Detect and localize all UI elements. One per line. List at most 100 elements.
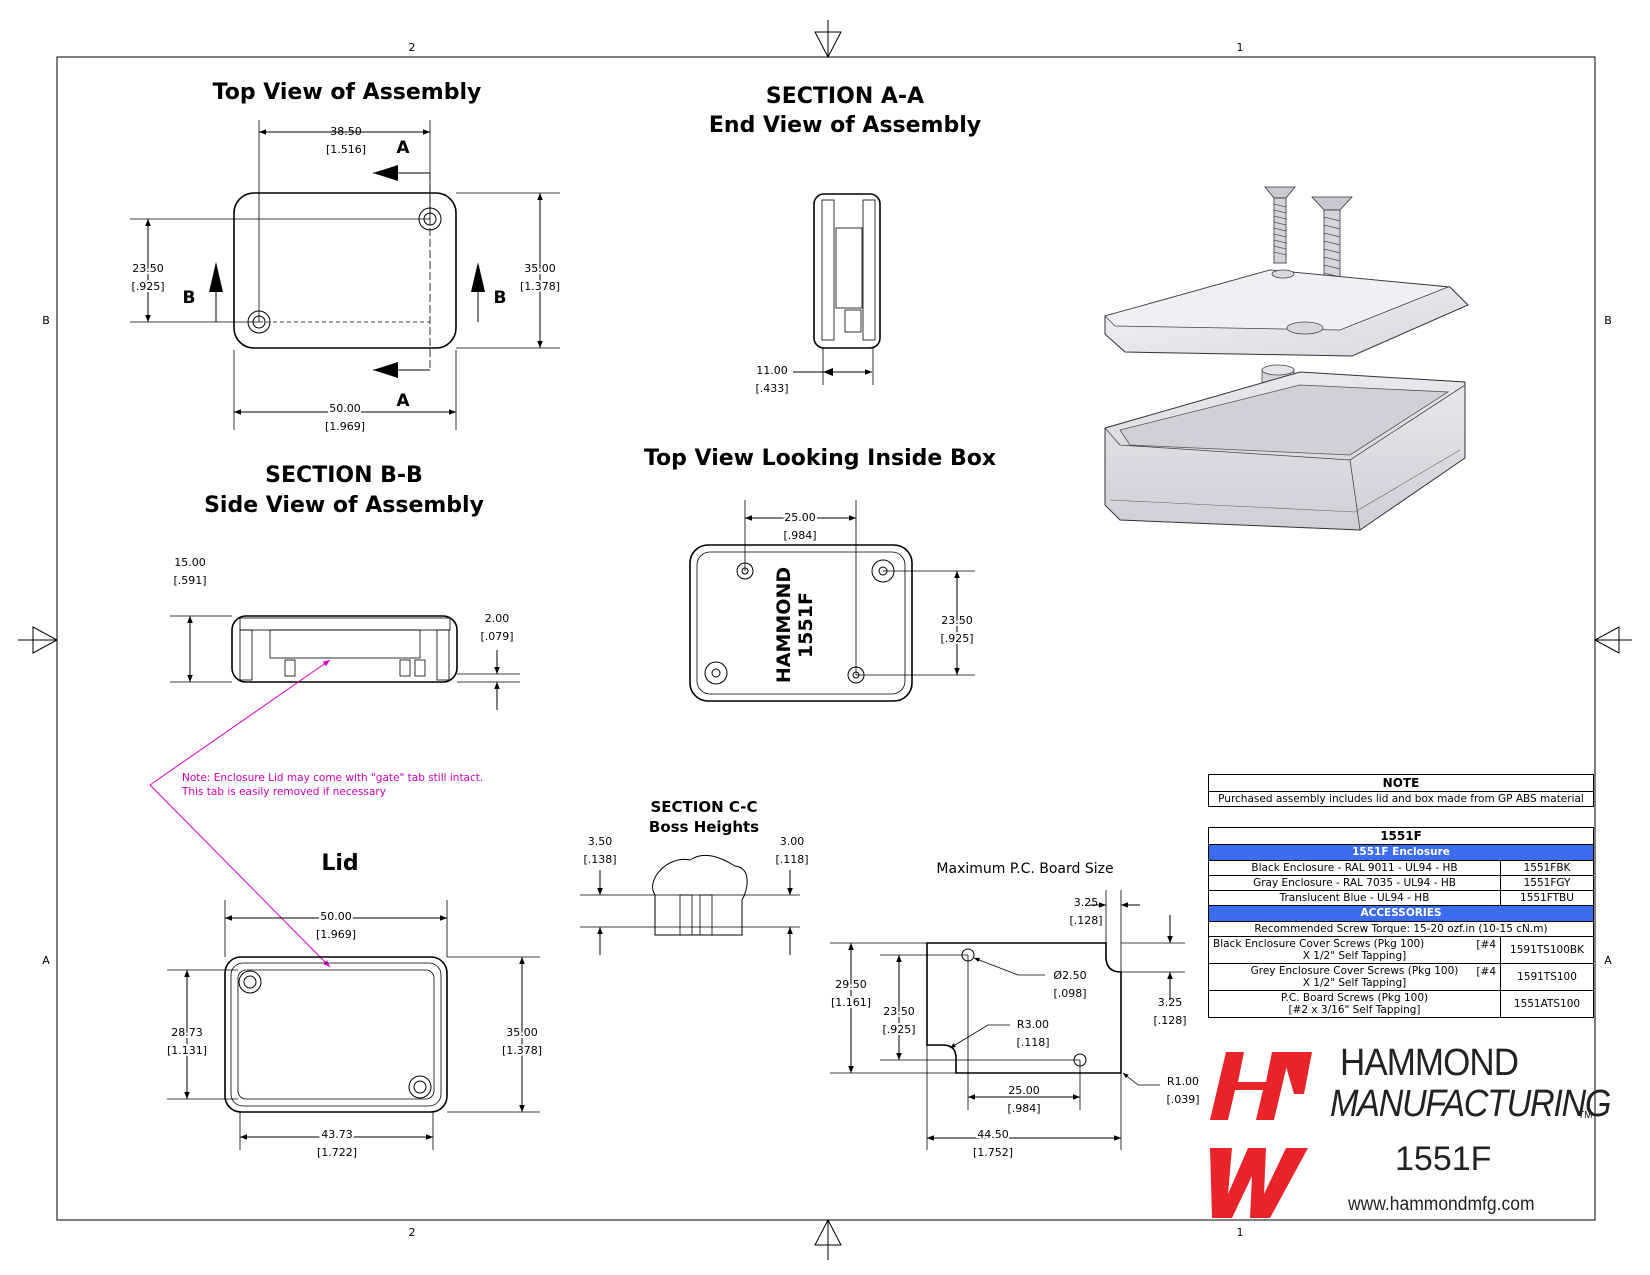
dim-lid-bottom-in: [1.722] [317, 1146, 357, 1159]
dim-ib-height-in: [.925] [940, 632, 973, 645]
table-row: Gray Enclosure - RAL 7035 - UL94 - HB 15… [1209, 876, 1593, 891]
dim-pcb-r1: R1.00 [1167, 1075, 1199, 1088]
dim-ib-width: 25.00 [784, 511, 816, 524]
dim-ib-height: 23.50 [941, 614, 973, 627]
section-bb-outline [231, 615, 458, 683]
brand-model: 1551F [1395, 1140, 1492, 1178]
table-cell-desc: Black Enclosure - RAL 9011 - UL94 - HB [1209, 861, 1501, 875]
dim-tv-height-right-in: [1.378] [520, 280, 560, 293]
section-cc-subtitle: Boss Heights [649, 818, 759, 836]
dim-lid-left-in: [1.131] [167, 1044, 207, 1057]
enclosure-lid [1104, 269, 1469, 357]
ruler-bottom-2: 2 [409, 1226, 416, 1239]
center-mark-top [814, 20, 842, 59]
dim-aa-width-in: [.433] [755, 382, 788, 395]
ruler-left-a: A [42, 954, 50, 967]
dim-cc-right: 3.00 [780, 835, 805, 848]
dim-pcb-r1-in: [.039] [1166, 1093, 1199, 1106]
pcb-outline [926, 942, 1122, 1074]
center-mark-bottom [814, 1218, 842, 1260]
sheet-border: 2 1 2 1 B A B A [18, 20, 1632, 1260]
dim-cc-left: 3.50 [588, 835, 613, 848]
inside-box-outline [689, 544, 913, 702]
ruler-top-2: 2 [409, 41, 416, 54]
pcb-view: Maximum P.C. Board Size 3.25 [.128] 3.25… [829, 861, 1200, 1159]
table-cell-part: 1551ATS100 [1513, 998, 1581, 1010]
table-cell-desc: Translucent Blue - UL94 - HB [1209, 891, 1501, 905]
dim-tv-height-left: 23.50 [132, 262, 164, 275]
gate-note-line1: Note: Enclosure Lid may come with "gate"… [182, 772, 483, 784]
dim-bb-lid: 2.00 [485, 612, 510, 625]
pcb-title: Maximum P.C. Board Size [936, 861, 1113, 877]
dim-lid-bottom: 43.73 [321, 1128, 353, 1141]
center-mark-right [1593, 626, 1632, 654]
dim-lid-width-in: [1.969] [316, 928, 356, 941]
section-marker-b: B [183, 288, 196, 308]
brand-name-line2: MANUFACTURING [1330, 1083, 1611, 1125]
ruler-left-b: B [42, 314, 50, 327]
acc-desc1: Grey Enclosure Cover Screws (Pkg 100) [1250, 965, 1459, 977]
dim-cc-left-in: [.138] [583, 853, 616, 866]
box-engraving-line2: 1551F [795, 592, 817, 658]
table-row: Grey Enclosure Cover Screws (Pkg 100) [#… [1209, 964, 1593, 991]
screw-boss-icon [704, 661, 728, 685]
dim-pcb-hole-x: 25.00 [1008, 1084, 1040, 1097]
dim-pcb-height: 29.50 [835, 978, 867, 991]
dim-cc-right-in: [.118] [775, 853, 808, 866]
center-mark-left [18, 626, 59, 654]
dim-tv-height-left-in: [.925] [131, 280, 164, 293]
parts-table-header: 1551F [1209, 828, 1593, 845]
dim-lid-right: 35.00 [506, 1026, 538, 1039]
top-view-title: Top View of Assembly [213, 80, 482, 105]
dim-bb-height: 15.00 [174, 556, 206, 569]
ruler-top-1: 1 [1237, 41, 1244, 54]
acc-desc1: P.C. Board Screws (Pkg 100) [1280, 992, 1429, 1004]
table-cell-part: 1591TS100 [1517, 971, 1577, 983]
table-row: Translucent Blue - UL94 - HB 1551FTBU [1209, 891, 1593, 906]
brand-tm: TM [1578, 1110, 1593, 1121]
parts-table: 1551F 1551F Enclosure Black Enclosure - … [1208, 827, 1594, 1018]
torque-note: Recommended Screw Torque: 15-20 ozf.in (… [1209, 922, 1593, 937]
brand-website: www.hammondmfg.com [1348, 1194, 1535, 1215]
top-view-outline [233, 192, 457, 349]
dim-pcb-notch-w-in: [.128] [1069, 914, 1102, 927]
dim-ib-width-in: [.984] [783, 529, 816, 542]
dim-pcb-hole-y-in: [.925] [882, 1023, 915, 1036]
dim-aa-width: 11.00 [756, 364, 788, 377]
inside-box-title: Top View Looking Inside Box [644, 446, 996, 471]
dim-pcb-hole-x-in: [.984] [1007, 1102, 1040, 1115]
section-marker-a: A [396, 138, 410, 158]
top-view-of-assembly: Top View of Assembly 38.50 [1.516] 23.50… [129, 80, 562, 433]
section-aa: SECTION A-A End View of Assembly 11.00 [… [709, 84, 981, 395]
section-cc: SECTION C-C Boss Heights 3.50 [.138] 3.0… [580, 798, 809, 955]
section-marker-b: B [494, 288, 507, 308]
dim-pcb-notch-w: 3.25 [1074, 896, 1099, 909]
section-marker-a: A [396, 391, 410, 411]
note-table-header: NOTE [1209, 775, 1593, 792]
acc-desc2: X 1/2" Self Tapping] [1302, 950, 1407, 962]
screw-icon [1264, 186, 1296, 264]
section-aa-title: SECTION A-A [766, 84, 924, 109]
dim-tv-width-bottom-in: [1.969] [325, 420, 365, 433]
enclosure-box [1104, 371, 1466, 531]
acc-desc2: [#2 x 3/16" Self Tapping] [1288, 1004, 1421, 1016]
screw-boss-icon [238, 970, 262, 994]
screw-boss-icon [408, 1075, 432, 1099]
table-row: Black Enclosure - RAL 9011 - UL94 - HB 1… [1209, 861, 1593, 876]
hammond-logo [1210, 1052, 1312, 1218]
dim-pcb-hole-dia: Ø2.50 [1053, 969, 1086, 982]
acc-size: [#4 [1476, 939, 1496, 951]
section-bb-title: SECTION B-B [265, 463, 423, 488]
dim-tv-width-top: 38.50 [330, 125, 362, 138]
dim-pcb-height-in: [1.161] [831, 996, 871, 1009]
dim-tv-width-bottom: 50.00 [329, 402, 361, 415]
dim-tv-width-top-in: [1.516] [326, 143, 366, 156]
table-cell-part: 1551FTBU [1520, 892, 1574, 904]
table-row: Black Enclosure Cover Screws (Pkg 100) [… [1209, 937, 1593, 964]
dim-bb-height-in: [.591] [173, 574, 206, 587]
lid-title: Lid [321, 851, 358, 876]
section-cc-title: SECTION C-C [651, 798, 758, 816]
lid-view: Lid 50.00 [1.969] 28.73 [1.131] 35.00 [1… [165, 851, 544, 1159]
enclosure-band: 1551F Enclosure [1209, 845, 1593, 861]
